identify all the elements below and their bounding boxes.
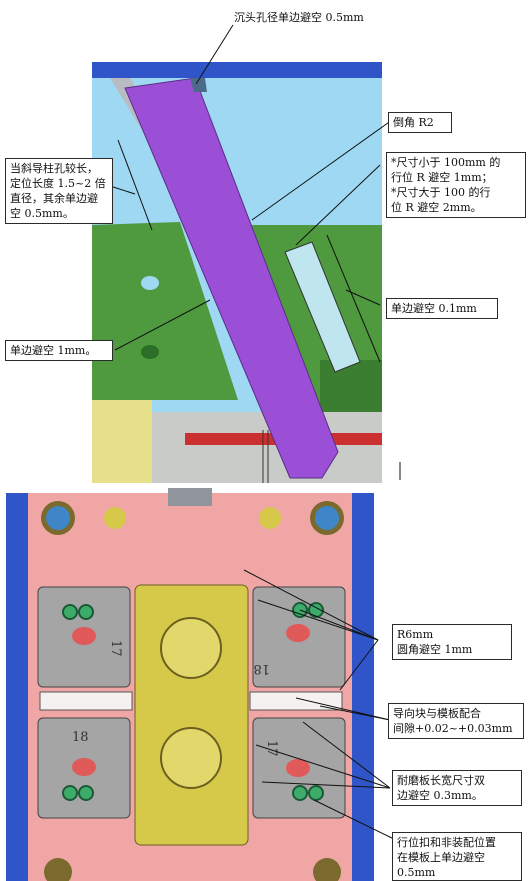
pin-bl-a <box>62 785 78 801</box>
callout-single-side-01: 单边避空 0.1mm <box>386 298 498 319</box>
guide-bushing-bl <box>44 858 72 881</box>
pin-br-b <box>308 785 324 801</box>
leader-lock <box>313 799 397 841</box>
callout-guide-pin-length: 当斜导柱孔较长， 定位长度 1.5~2 倍 直径，其余单边避 空 0.5mm。 <box>5 158 113 224</box>
hole-lower <box>141 345 159 359</box>
leader-r6-c <box>299 609 379 641</box>
mold-block-left <box>92 222 238 400</box>
leader-r6-b <box>257 599 379 641</box>
callout-slider-lock: 行位扣和非装配位置 在模板上单边避空 0.5mm <box>392 832 522 881</box>
callout-guide-block-fit: 导向块与模板配合 间隙+0.02~+0.03mm <box>388 703 524 739</box>
core-boss-upper <box>160 617 222 679</box>
return-pin-tl <box>104 507 126 529</box>
hole-upper <box>141 276 159 290</box>
plate-label-bl: 18 <box>72 730 89 745</box>
leader-chamfer <box>251 119 393 221</box>
ejector-block <box>92 400 152 483</box>
plate-label-br: 17 <box>264 740 279 757</box>
plate-label-tl: 17 <box>108 640 123 657</box>
leader-single-1 <box>114 299 211 351</box>
leader-guide-b <box>319 705 391 721</box>
callout-single-side-1: 单边避空 1mm。 <box>5 340 113 361</box>
pocket-tl <box>72 627 96 645</box>
leader-wear-c <box>302 721 391 789</box>
dimension-line-right <box>326 234 381 363</box>
right-base-block <box>320 360 382 412</box>
guide-bushing-br <box>313 858 341 881</box>
leader-wear-b <box>261 781 391 789</box>
pin-tr-b <box>308 602 324 618</box>
pin-bl-b <box>78 785 94 801</box>
return-pin-tr <box>259 507 281 529</box>
slider-pocket <box>284 241 361 373</box>
guide-bushing-tr-core <box>315 506 339 530</box>
pin-head <box>190 78 207 92</box>
top-lock-block <box>168 488 212 506</box>
pocket-tr <box>286 624 310 642</box>
guide-strip-right <box>249 691 343 711</box>
pin-tl-a <box>62 604 78 620</box>
pin-tl-b <box>78 604 94 620</box>
right-rail <box>352 493 374 881</box>
callout-r6-fillet: R6mm 圆角避空 1mm <box>392 624 512 660</box>
top-cross-section <box>92 24 401 483</box>
leader-single-01 <box>345 289 381 306</box>
callout-chamfer: 倒角 R2 <box>388 112 452 133</box>
guide-bushing-tl-core <box>46 506 70 530</box>
top-clamp-plate <box>92 62 382 78</box>
guide-strip-left <box>39 691 133 711</box>
callout-wear-plate: 耐磨板长宽尺寸双 边避空 0.3mm。 <box>392 770 522 806</box>
leader-r6-d <box>339 639 379 691</box>
leader-guide-a <box>295 697 391 721</box>
dimension-tick-left <box>109 185 136 195</box>
dimension-line-left <box>117 139 153 231</box>
core-boss-lower <box>160 727 222 789</box>
callout-slider-clearance: *尺寸小于 100mm 的 行位 R 避空 1mm； *尺寸大于 100 的行 … <box>386 152 526 218</box>
pocket-bl <box>72 758 96 776</box>
leader-slider <box>295 164 381 246</box>
left-rail <box>6 493 28 881</box>
angle-guide-pin <box>124 77 339 479</box>
callout-countersink: 沉头孔径单边避空 0.5mm <box>234 11 364 24</box>
bottom-plan-view: 17 18 18 17 <box>0 485 530 881</box>
leader-r6-a <box>243 569 379 641</box>
leader-countersink <box>195 24 234 85</box>
leader-wear-a <box>255 744 391 789</box>
plate-label-tr: 18 <box>253 661 270 676</box>
pocket-br <box>286 759 310 777</box>
pin-br-a <box>292 785 308 801</box>
